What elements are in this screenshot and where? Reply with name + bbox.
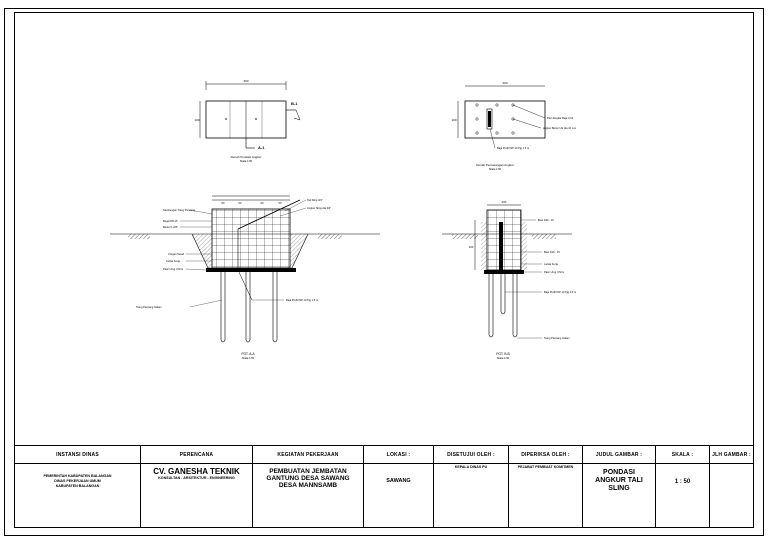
plan-left: 300 100 A-1 B-1 Denah Pondasi Angkur Ska… [194,79,301,163]
section-left-note-1: Sambungan Tiang Pancang [163,208,196,212]
section-right-side-dim: 100 [469,245,474,249]
inner-border [14,12,754,528]
plan-left-section-a: A-1 [258,145,265,150]
plan-right-caption: Denah Pemasangan Angkur [476,163,514,167]
tb-header-kegiatan: KEGIATAN PEKERJAAN [253,446,363,464]
section-right-scale: Skala 1:50 [497,356,510,360]
tb-col-judul: JUDUL GAMBAR : PONDASI ANGKUR TALI SLING [583,446,656,528]
tb-col-perencana: PERENCANA CV. GANESHA TEKNIK KONSULTAN -… [141,446,253,528]
section-left-note-5: Lantai Kerja [166,259,180,263]
plan-left-section-b: B-1 [291,101,298,106]
tb-lokasi-value: SAWANG [386,478,411,484]
tb-project-line1: PEMBUATAN JEMBATAN [269,468,347,475]
tb-header-skala: SKALA : [656,446,709,464]
tb-instansi-line3: KABUPATEN BALANGAN [55,484,100,488]
section-right-note-3: Lantai Kerja [544,262,558,266]
tb-skala-value: 1 : 50 [674,479,691,485]
tb-judul-line3: SLING [608,485,630,492]
section-left-note-br: Baja Profil INP 10 Pjg 1,5 m [286,298,318,302]
tb-project-line2: GANTUNG DESA SAWANG [266,475,350,482]
tb-header-jlh: JLH GAMBAR : [710,446,753,464]
section-left-note-3: Beton K-225 [163,225,178,229]
plan-left-caption: Denah Pondasi Angkur [231,155,262,159]
section-left: 50 60 60 50 Sambungan Tiang Pancang [110,195,380,360]
section-right-dim-top: 200 [502,200,507,204]
tb-header-judul: JUDUL GAMBAR : [583,446,655,464]
section-left-dim-4: 50 [279,201,282,205]
tb-col-diperiksa: DIPERIKSA OLEH : PEJABAT PEMBUAT KOMITME… [509,446,583,528]
section-right-note-4: Pasir Urug t=5cm [544,270,564,274]
tb-project-line3: DESA MANNSAMB [278,482,338,489]
section-left-note-2: Begel D8-15 [163,219,178,223]
plan-right: 200 100 Plat Jangkar Baja t=10 Angkur Be… [451,81,576,171]
section-left-scale: Skala 1:50 [242,356,255,360]
tb-instansi-line2: DINAS PEKERJAAN UMUM [54,479,101,483]
plan-left-side-dim: 100 [194,118,199,122]
tb-col-skala: SKALA : 1 : 50 [656,446,710,528]
plan-right-scale: Skala 1:50 [489,167,502,171]
section-left-note-r1: Tali Sling 3/4" [307,198,323,202]
plan-right-note2: Angkur Beton Ulir dia 16 mm [543,126,576,130]
section-left-note-bl: Tiang Pancang Galam [136,305,162,309]
section-left-note-6: Pasir Urug t=5cm [163,267,183,271]
tb-judul-line1: PONDASI [603,469,635,476]
tb-header-instansi: INSTANSI DINAS [15,446,140,464]
section-right: 200 100 Besi D16 - 15 Besi D16 - 15 Lant… [442,200,576,360]
section-right-note-1: Besi D16 - 15 [538,218,554,222]
section-left-note-r2: Angkur Sling dia 3/4" [307,206,331,210]
section-right-note-6: Tiang Pancang Galam [544,336,570,340]
section-left-dim-3: 60 [261,201,264,205]
plan-right-note1: Plat Jangkar Baja t=10 [547,116,574,120]
tb-header-disetujui: DISETUJUI OLEH : [434,446,508,464]
tb-header-lokasi: LOKASI : [364,446,433,464]
tb-col-instansi: INSTANSI DINAS PEMERINTAH KABUPATEN BALA… [15,446,141,528]
tb-company-subtitle: KONSULTAN - ARSITEKTUR - ENGINEERING [158,476,235,480]
tb-instansi-line1: PEMERINTAH KABUPATEN BALANGAN [43,474,112,478]
section-right-caption: POT. B-B [496,352,509,356]
section-left-dim-1: 50 [222,201,225,205]
plan-right-note3: Baja Profil INP 10 Pjg 1,5 m [497,146,529,150]
plan-right-dim-top: 200 [502,81,507,85]
outer-border [4,8,764,536]
section-right-note-5: Baja Profil INP 10 Pjg 1,5 m [544,290,576,294]
tb-company-name: CV. GANESHA TEKNIK [153,467,240,476]
tb-header-perencana: PERENCANA [141,446,252,464]
title-block: INSTANSI DINAS PEMERINTAH KABUPATEN BALA… [15,445,753,528]
tb-diperiksa-value: PEJABAT PEMBUAT KOMITMEN [517,465,574,469]
tb-col-kegiatan: KEGIATAN PEKERJAAN PEMBUATAN JEMBATAN GA… [253,446,364,528]
tb-disetujui-value: KEPALA DINAS PU [454,465,488,469]
tb-col-jlh: JLH GAMBAR : [710,446,753,528]
tb-header-diperiksa: DIPERIKSA OLEH : [509,446,582,464]
tb-col-disetujui: DISETUJUI OLEH : KEPALA DINAS PU [434,446,509,528]
plan-left-scale: Skala 1:50 [240,159,253,163]
plan-right-side-dim: 100 [451,118,456,122]
section-left-dim-2: 60 [239,201,242,205]
drawing-area: 300 100 A-1 B-1 Denah Pondasi Angkur Ska… [110,79,576,360]
tb-judul-line2: ANGKUR TALI [595,477,643,484]
section-right-note-2: Besi D16 - 15 [544,250,560,254]
section-left-caption: POT. A-A [241,352,255,356]
tb-col-lokasi: LOKASI : SAWANG [364,446,434,528]
plan-left-dim-top: 300 [243,79,248,83]
section-left-note-4: Urugan Tanah [168,252,185,256]
